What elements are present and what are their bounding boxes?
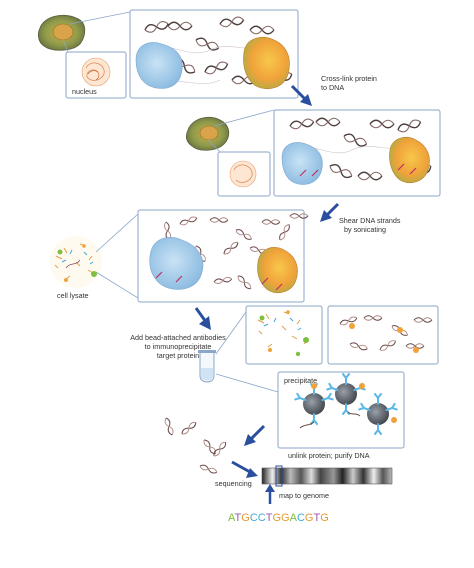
callout-line (95, 271, 139, 299)
sequence-letter: A (289, 512, 297, 524)
precipitate-label: precipitate (284, 376, 317, 385)
cell-lysate-icon (50, 236, 102, 288)
crosslink-marks (299, 163, 417, 177)
cell-whole-1 (37, 14, 86, 51)
dna-sequence-text: ATGCCTGGACGTG (228, 512, 329, 524)
step2-label-line2: by sonicating (344, 225, 386, 234)
sequence-letter: G (241, 512, 250, 524)
callout-line (69, 11, 131, 25)
step3-label-line1: Add bead-attached antibodies (130, 333, 226, 342)
step3-label-line2: to immunoprecipitate (145, 342, 212, 351)
step-arrow-1 (290, 84, 312, 106)
sequence-letter: G (320, 512, 329, 524)
step-arrow-4 (244, 424, 266, 446)
protein-orange-2 (389, 137, 430, 183)
map-up-arrow (265, 484, 275, 504)
step1-label-line2: to DNA (321, 83, 344, 92)
lysate-mixture (257, 310, 309, 357)
step1-label-line1: Cross-link protein (321, 74, 377, 83)
purified-dna-fragments (163, 416, 228, 475)
genome-bar (261, 465, 393, 487)
crosslink-marks-3 (155, 271, 283, 291)
sequence-letter: T (234, 512, 242, 524)
step-arrow-5 (231, 460, 258, 478)
cell-whole-2 (185, 116, 230, 151)
fragments-with-protein (338, 315, 433, 353)
callout-line (215, 373, 279, 393)
sequence-letter: T (313, 512, 321, 524)
protein-blue-1 (135, 42, 183, 89)
protein-orange-1 (243, 37, 290, 89)
nucleus-label: nucleus (72, 87, 97, 96)
fragments-panel (327, 305, 439, 365)
step-arrow-3 (194, 307, 211, 330)
sequence-letter: C (296, 512, 305, 524)
sequence-letter: A (228, 512, 235, 524)
test-tube-icon (198, 350, 216, 383)
antibody-beads (294, 373, 398, 435)
sequence-letter: G (272, 512, 282, 524)
cell-lysate-label: cell lysate (57, 291, 89, 300)
precipitate-panel (277, 371, 405, 449)
sequence-letter: G (281, 512, 290, 524)
callout-line (213, 109, 275, 127)
nucleus-chromatin-icon (81, 57, 111, 87)
sequence-letter: C (249, 512, 258, 524)
callout-line (215, 311, 247, 355)
sequence-letter: C (257, 512, 266, 524)
sequence-letter: G (304, 512, 314, 524)
sequence-letter: T (265, 512, 273, 524)
map-to-genome-label: map to genome (279, 491, 329, 500)
step-arrow-2 (320, 202, 340, 222)
protein-blue-3 (149, 237, 204, 290)
sequencing-label: sequencing (215, 479, 252, 488)
protein-blue-2 (281, 142, 323, 185)
lysate-panel (245, 305, 323, 365)
step2-label-line1: Shear DNA strands (339, 216, 401, 225)
unlink-label: unlink protein; purify DNA (288, 451, 370, 460)
callout-line (95, 213, 139, 253)
step3-label-line3: target protein (157, 351, 199, 360)
nucleus-chromatin-icon-2 (229, 160, 257, 188)
